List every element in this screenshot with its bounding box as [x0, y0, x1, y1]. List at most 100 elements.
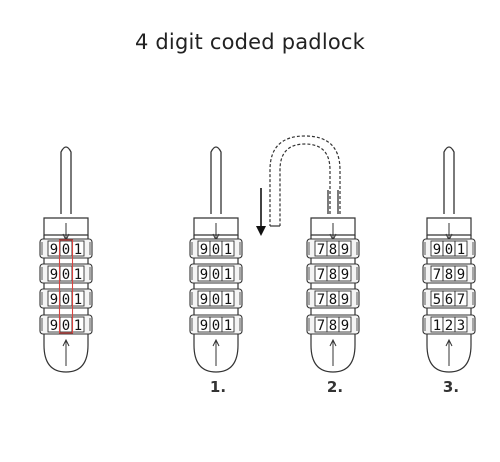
dial-digit: 1 — [74, 318, 82, 334]
shackle-stub — [327, 190, 339, 214]
digit-box — [221, 290, 235, 307]
dial-digit: 9 — [433, 242, 441, 258]
dial-digit: 9 — [200, 292, 208, 308]
dial-digit: 9 — [200, 318, 208, 334]
dial-digit: 3 — [457, 318, 465, 334]
shackle — [60, 146, 72, 214]
step-label: 1. — [210, 378, 226, 396]
down-arrow-head — [256, 226, 266, 236]
digit-box — [454, 290, 468, 307]
dial-digit: 9 — [200, 267, 208, 283]
dial-digit: 5 — [433, 292, 441, 308]
dial-digit: 1 — [224, 267, 232, 283]
dial-digit: 9 — [50, 292, 58, 308]
dial-digit: 0 — [212, 318, 220, 334]
digit-box — [338, 290, 352, 307]
dial-digit: 1 — [224, 292, 232, 308]
lock-body — [193, 235, 239, 373]
dial-digit: 9 — [341, 318, 349, 334]
dial-digit: 7 — [317, 318, 325, 334]
dial-digit: 9 — [50, 267, 58, 283]
dial-digit: 9 — [200, 242, 208, 258]
digit-box — [221, 265, 235, 282]
dial-digit: 8 — [329, 292, 337, 308]
dial-digit: 9 — [50, 242, 58, 258]
shackle — [210, 146, 222, 214]
dial-digit: 0 — [212, 267, 220, 283]
step-label: 2. — [327, 378, 343, 396]
pointer-arrow-icon — [445, 338, 453, 347]
digit-box — [338, 265, 352, 282]
dial-digit: 8 — [329, 242, 337, 258]
dial-digit: 1 — [224, 242, 232, 258]
lock-body — [43, 235, 89, 373]
dial-digit: 8 — [329, 267, 337, 283]
digit-box — [338, 316, 352, 333]
dial-digit: 0 — [62, 267, 70, 283]
dial-digit: 1 — [433, 318, 441, 334]
dial-digit: 0 — [212, 292, 220, 308]
dial-digit: 7 — [317, 242, 325, 258]
pointer-arrow-icon — [212, 338, 220, 347]
dial-digit: 0 — [62, 292, 70, 308]
pointer-arrow-icon — [62, 338, 70, 347]
dial-digit: 7 — [457, 292, 465, 308]
digit-box — [454, 316, 468, 333]
dial-digit: 1 — [457, 242, 465, 258]
dial-digit: 9 — [341, 267, 349, 283]
dial-digit: 0 — [212, 242, 220, 258]
digit-box — [338, 240, 352, 257]
diagram-title: 4 digit coded padlock — [134, 30, 366, 54]
dial-digit: 0 — [62, 242, 70, 258]
dial-digit: 8 — [329, 318, 337, 334]
dial-digit: 1 — [74, 267, 82, 283]
dial-digit: 1 — [224, 318, 232, 334]
shackle — [443, 146, 455, 214]
dial-digit: 9 — [50, 318, 58, 334]
dial-digit: 7 — [433, 267, 441, 283]
dial-digit: 9 — [341, 242, 349, 258]
step-label: 3. — [443, 378, 459, 396]
dial-digit: 2 — [445, 318, 453, 334]
lock-body — [426, 235, 472, 373]
digit-box — [221, 316, 235, 333]
shackle-open-dashed-outer — [269, 135, 341, 226]
dial-digit: 9 — [457, 267, 465, 283]
code-column-highlight — [58, 239, 74, 334]
dial-digit: 7 — [317, 292, 325, 308]
dial-digit: 1 — [74, 292, 82, 308]
dial-digit: 1 — [74, 242, 82, 258]
dial-digit: 0 — [445, 242, 453, 258]
dial-digit: 0 — [62, 318, 70, 334]
digit-box — [454, 265, 468, 282]
dial-digit: 9 — [341, 292, 349, 308]
dial-digit: 8 — [445, 267, 453, 283]
digit-box — [454, 240, 468, 257]
dial-digit: 7 — [317, 267, 325, 283]
pointer-arrow-icon — [329, 338, 337, 347]
shackle-open-dashed — [279, 143, 331, 226]
digit-box — [221, 240, 235, 257]
lock-body — [310, 235, 356, 373]
dial-digit: 6 — [445, 292, 453, 308]
